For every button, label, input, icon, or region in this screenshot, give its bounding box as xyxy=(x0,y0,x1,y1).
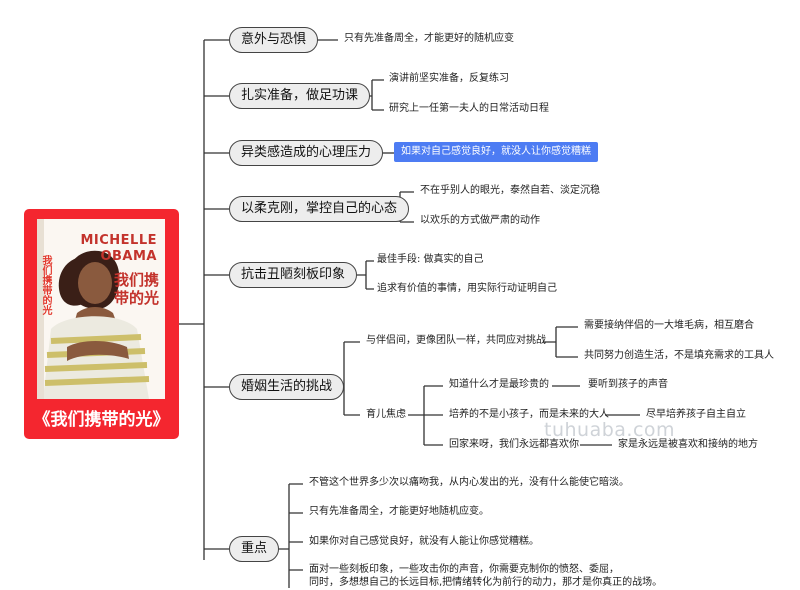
leaf-text[interactable]: 面对一些刻板印象，一些攻击你的声音，你需要克制你的愤怒、委屈， xyxy=(309,564,619,575)
branch-stereotypes[interactable]: 抗击丑陋刻板印象 xyxy=(229,262,358,288)
leaf-text[interactable]: 家是永远是被喜欢和接纳的地方 xyxy=(618,439,758,450)
cover-spine xyxy=(37,219,44,399)
leaf-text[interactable]: 不管这个世界多少次以痛吻我，从内心发出的光，没有什么能使它暗淡。 xyxy=(309,477,629,488)
sub-branch-parenting[interactable]: 育儿焦虑 xyxy=(366,409,406,420)
branch-accident-fear[interactable]: 意外与恐惧 xyxy=(229,27,319,53)
leaf-text[interactable]: 同时，多想想自己的长远目标,把情绪转化为前行的动力，那才是你真正的战场。 xyxy=(309,577,663,588)
leaf-text[interactable]: 回家来呀，我们永远都喜欢你 xyxy=(449,439,579,450)
cover-title: 我们携带的光 xyxy=(113,271,159,307)
branch-key-points[interactable]: 重点 xyxy=(229,536,280,562)
leaf-text[interactable]: 只有先准备周全，才能更好地随机应变。 xyxy=(309,506,489,517)
cover-author-first: MICHELLE xyxy=(80,233,157,248)
leaf-text[interactable]: 需要接纳伴侣的一大堆毛病，相互磨合 xyxy=(584,320,754,331)
portrait-illustration xyxy=(43,250,150,399)
leaf-text[interactable]: 演讲前坚实准备，反复练习 xyxy=(389,73,509,84)
cover-author-last: OBAMA xyxy=(100,249,157,264)
leaf-text[interactable]: 共同努力创造生活，不是填充需求的工具人 xyxy=(584,350,774,361)
branch-marriage[interactable]: 婚姻生活的挑战 xyxy=(229,374,345,400)
leaf-text[interactable]: 以欢乐的方式做严肃的动作 xyxy=(420,215,540,226)
leaf-text[interactable]: 如果你对自己感觉良好，就没有人能让你感觉糟糕。 xyxy=(309,536,539,547)
leaf-text[interactable]: 培养的不是小孩子，而是未来的大人 xyxy=(449,409,609,420)
sub-branch-partner[interactable]: 与伴侣间，更像团队一样，共同应对挑战 xyxy=(366,335,546,346)
cover-spine-title: 我们携带的光 xyxy=(40,255,51,315)
leaf-text[interactable]: 要听到孩子的声音 xyxy=(588,379,668,390)
highlighted-leaf[interactable]: 如果对自己感觉良好，就没人让你感觉糟糕 xyxy=(394,142,598,162)
branch-psychological-pressure[interactable]: 异类感造成的心理压力 xyxy=(229,140,384,166)
branch-preparation[interactable]: 扎实准备，做足功课 xyxy=(229,83,371,109)
leaf-text[interactable]: 最佳手段: 做真实的自己 xyxy=(377,254,484,265)
leaf-text[interactable]: 尽早培养孩子自主自立 xyxy=(646,409,746,420)
leaf-text[interactable]: 知道什么才是最珍贵的 xyxy=(449,379,549,390)
branch-mindset[interactable]: 以柔克刚，掌控自己的心态 xyxy=(229,196,410,222)
leaf-text[interactable]: 研究上一任第一夫人的日常活动日程 xyxy=(389,103,549,114)
leaf-text[interactable]: 只有先准备周全，才能更好的随机应变 xyxy=(344,33,514,44)
root-title: 《我们携带的光》 xyxy=(33,410,170,430)
leaf-text[interactable]: 不在乎别人的眼光，泰然自若、淡定沉稳 xyxy=(420,185,600,196)
book-cover: 我们携带的光 MICHELLE OBAMA 我们携带的光 xyxy=(37,219,165,399)
watermark: tuhuaba.com xyxy=(544,419,676,441)
root-node[interactable]: 我们携带的光 MICHELLE OBAMA 我们携带的光 《我们携带的光》 xyxy=(24,209,179,439)
leaf-text[interactable]: 追求有价值的事情，用实际行动证明自己 xyxy=(377,283,557,294)
